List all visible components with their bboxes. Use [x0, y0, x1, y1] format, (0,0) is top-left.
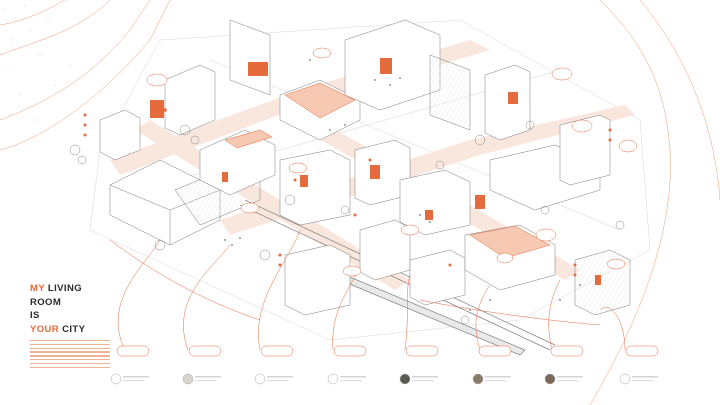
title-line-4-accent: YOUR — [30, 323, 60, 335]
portrait-avatar-icon — [544, 373, 556, 385]
story-card-8 — [619, 373, 658, 385]
title-line-1-accent: MY — [30, 283, 45, 294]
story-card-7 — [544, 373, 583, 385]
story-card-3 — [254, 373, 293, 385]
poster-title: MY LIVING ROOM IS YOUR CITY — [30, 282, 110, 336]
story-cards — [110, 373, 658, 385]
story-card-4 — [327, 373, 366, 385]
story-card-1 — [110, 373, 149, 385]
orange-facades — [150, 58, 601, 285]
people — [224, 59, 581, 311]
portrait-avatar-icon — [182, 373, 194, 385]
stippled-area — [4, 5, 71, 121]
portrait-avatar-icon — [472, 373, 484, 385]
title-line-2: ROOM — [30, 296, 110, 310]
title-line-3-text: IS — [30, 310, 40, 321]
portrait-avatar-icon — [399, 373, 411, 385]
story-card-5 — [399, 373, 438, 385]
story-bubbles — [116, 345, 659, 357]
trees — [69, 120, 625, 325]
title-line-4-text: CITY — [59, 323, 86, 335]
title-line-1: MY LIVING — [30, 282, 110, 296]
speech-bubbles — [146, 47, 638, 277]
title-line-1-text: LIVING — [44, 283, 82, 294]
portrait-avatar-icon — [110, 373, 122, 385]
portrait-avatar-icon — [327, 373, 339, 385]
story-card-2 — [182, 373, 221, 385]
portrait-avatar-icon — [254, 373, 266, 385]
story-connectors — [109, 229, 626, 351]
title-line-2-text: ROOM — [30, 296, 62, 308]
title-line-3: IS — [30, 309, 110, 323]
story-card-6 — [472, 373, 511, 385]
orange-highlights — [224, 82, 551, 259]
portrait-avatar-icon — [619, 373, 631, 385]
intro-paragraph — [30, 340, 110, 369]
title-line-4: YOUR CITY — [30, 323, 110, 337]
